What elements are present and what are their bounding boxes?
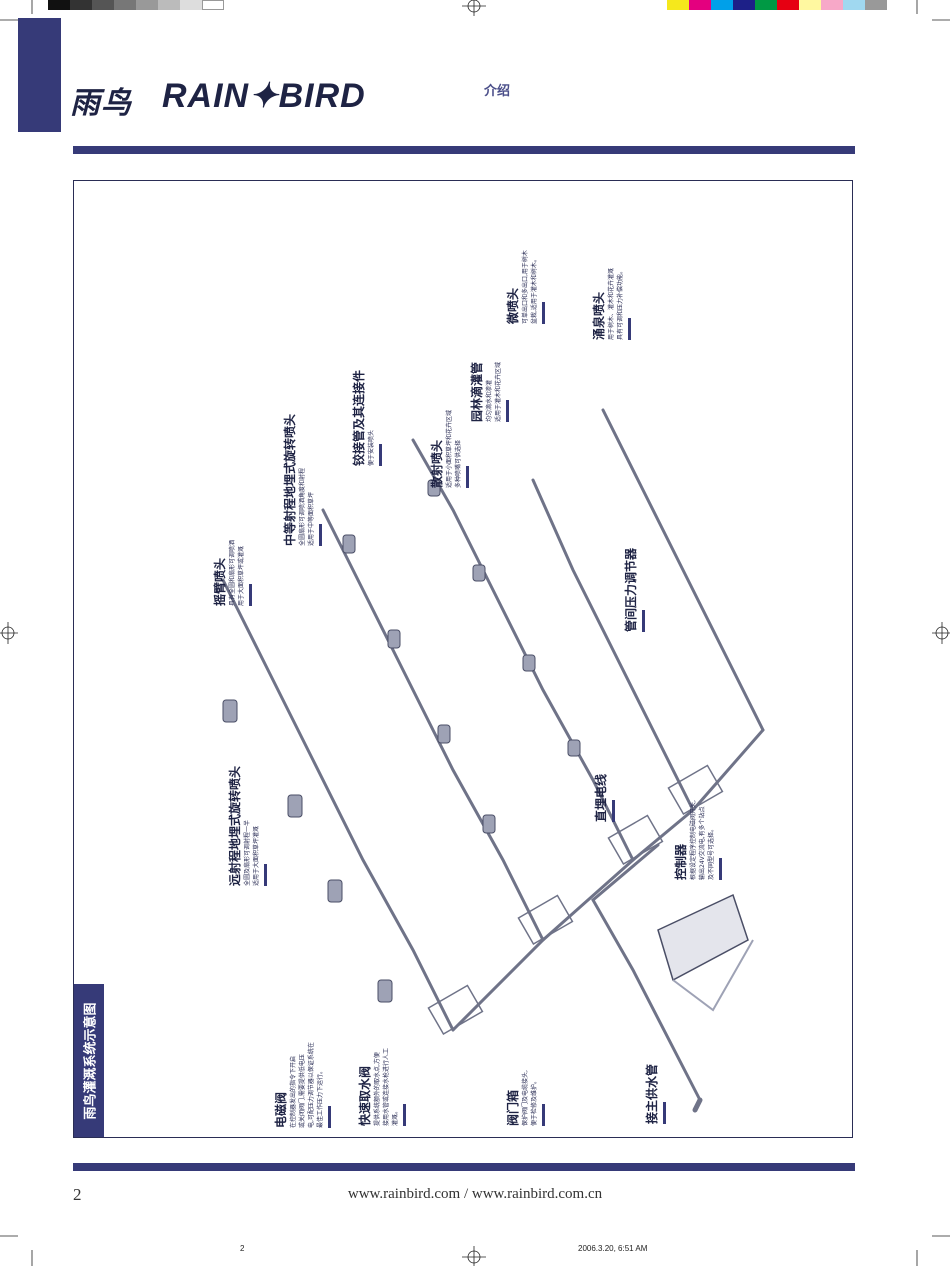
label-long-range-rotor: 远射程地埋式旋转喷头 全圆及扇形可调射程一半适用于大面积草坪灌溉	[226, 766, 261, 886]
spray-head	[568, 740, 580, 756]
label-valve-box: 阀门箱 保护阀门及电缆接头,便于检修及维护。	[504, 1070, 539, 1126]
label-micro-spray: 微喷头 可单出口和多出口,用于树木盆栽,适用于灌木和树木。	[504, 250, 539, 324]
label-bubbler: 涌泉喷头 用于树木、灌木和花卉灌溉具有可调和压力补偿功能。	[590, 268, 625, 340]
rotor-head	[388, 630, 400, 648]
rotor-head	[288, 795, 302, 817]
irrigation-system-diagram	[73, 180, 853, 1138]
print-timestamp: 2006.3.20, 6:51 AM	[578, 1244, 647, 1253]
label-main-supply: 接主供水管	[643, 1064, 660, 1124]
rotor-head	[343, 535, 355, 553]
valve-box	[608, 816, 662, 864]
lateral-pipe-2	[323, 510, 543, 940]
label-rocker-sprinkler: 摇臂喷头 具有全圆和扇形可调喷洒用于大面积草坪或灌溉	[211, 540, 246, 606]
rotor-head	[483, 815, 495, 833]
label-direct-burial-wire: 直埋电线	[592, 774, 609, 822]
website-urls: www.rainbird.com / www.rainbird.com.cn	[0, 1186, 950, 1203]
label-landscape-drip: 园林滴灌管 均匀滴水和渗灌适用于灌木和花卉区域	[468, 362, 503, 422]
header-color-tab	[18, 18, 61, 132]
brand-english-logo: RAIN✦BIRD	[162, 76, 366, 116]
footer-rule	[73, 1163, 855, 1171]
label-quick-coupling-valve: 快速取水阀 提供系统额外的取水点,方便接用水管或连接水枪进行人工灌溉。	[356, 1048, 400, 1126]
rotor-head	[378, 980, 392, 1002]
lateral-pipe-4	[533, 480, 693, 810]
label-mid-range-rotor: 中等射程地埋式旋转喷头 全圆扇形可调喷洒角度和射程适用于中等面积草坪	[281, 414, 316, 546]
print-page-number: 2	[240, 1244, 244, 1253]
label-electromagnetic-valve: 电磁阀 在控制器发出的指令下开启或关闭阀门,需要提供低电压电,可配压力调节器以保…	[272, 1042, 325, 1128]
rotor-head	[438, 725, 450, 743]
controller-box	[658, 895, 748, 980]
spray-head	[473, 565, 485, 581]
label-spray-head: 散射喷头 适用于小面积草坪和花卉区域多种喷嘴可供选择	[428, 410, 463, 488]
spray-head	[523, 655, 535, 671]
label-controller: 控制器 根据设定程序控制电磁阀开关,输出24V交流电,有多个站点及不同型号可选择…	[672, 800, 716, 880]
brand-chinese-logo: 雨鸟	[70, 78, 132, 122]
label-pressure-regulator: 管间压力调节器	[622, 548, 639, 632]
rotor-head	[328, 880, 342, 902]
label-swing-joint: 铰接管及其连接件 便于安装喷头	[350, 370, 376, 466]
section-title: 介绍	[484, 80, 510, 99]
rotor-head	[223, 700, 237, 722]
header-rule	[73, 146, 855, 154]
